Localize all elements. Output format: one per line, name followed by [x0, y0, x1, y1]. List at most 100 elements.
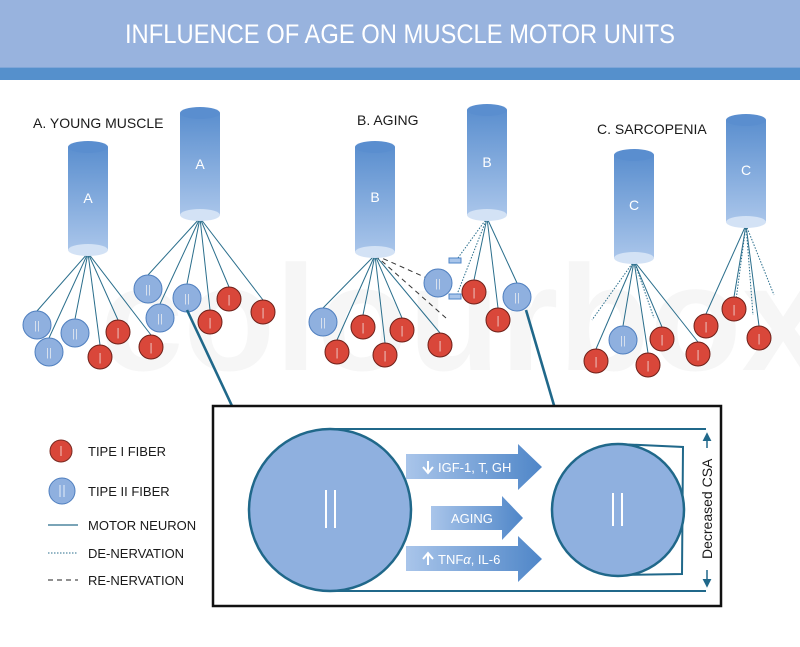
de-nervation-line	[735, 224, 747, 301]
motor-neuron-line	[48, 252, 89, 339]
arrow-aging-label: AGING	[451, 511, 493, 526]
fiber-type-mark: |	[117, 327, 120, 339]
page-title: INFLUENCE OF AGE ON MUSCLE MOTOR UNITS	[124, 19, 676, 49]
de-nervation-line	[591, 260, 635, 321]
motor-neuron-line	[147, 217, 201, 276]
cylinder-base	[355, 246, 395, 258]
type-I-fiber: |	[87, 344, 113, 370]
type-I-fiber-circle	[583, 348, 609, 374]
cylinder-base	[68, 244, 108, 256]
type-II-fiber: ||	[145, 303, 175, 333]
cylinder-base	[614, 252, 654, 264]
cylinder-label: C	[629, 197, 639, 213]
type-I-fiber-circle	[485, 307, 511, 333]
fiber-type-mark: |	[401, 325, 404, 337]
muscle-fibers: ||||||||||||||||||||||||||||||||||||||||	[22, 268, 772, 378]
cylinder-base	[180, 209, 220, 221]
type-I-fiber: |	[372, 342, 398, 368]
re-nervation-line	[374, 254, 447, 319]
type-I-fiber: |	[250, 299, 276, 325]
motor-neuron-line	[199, 217, 211, 311]
type-I-fiber-circle	[216, 286, 242, 312]
type-I-fiber-circle	[372, 342, 398, 368]
type-I-fiber-circle	[693, 313, 719, 339]
type-I-fiber: |	[216, 286, 242, 312]
type-I-fiber: |	[721, 296, 747, 322]
arrow-tnf-label-prefix: TNF	[438, 552, 463, 567]
fiber-type-mark: ||	[514, 292, 520, 304]
motor-neuron-line	[199, 217, 264, 301]
type-I-fiber-circle	[685, 341, 711, 367]
fiber-type-mark: |	[228, 294, 231, 306]
type-II-fiber: ||	[423, 268, 453, 298]
fiber-type-mark: ||	[620, 335, 626, 347]
section-label-young-muscle: A. YOUNG MUSCLE	[33, 115, 163, 131]
motor-neuron-line	[374, 254, 441, 334]
type-I-fiber-circle	[105, 319, 131, 345]
type-I-fiber-circle	[649, 326, 675, 352]
type-II-fiber-circle	[22, 310, 52, 340]
fiber-type-mark: |	[497, 315, 500, 327]
cylinder-body	[467, 110, 507, 215]
type-I-fiber: |	[389, 317, 415, 343]
type-I-fiber-circle	[746, 325, 772, 351]
fiber-type-mark: ||	[320, 317, 326, 329]
arrow-tnf-increase: TNFα, IL-6	[406, 536, 542, 582]
de-nervation-line	[745, 224, 754, 316]
fiber-type-mark: ||	[34, 320, 40, 332]
cylinder-base	[726, 216, 766, 228]
type-II-fiber-circle	[145, 303, 175, 333]
cylinder-top	[355, 141, 395, 153]
type-I-fiber: |	[197, 309, 223, 335]
cylinder-top	[614, 149, 654, 161]
motor-neuron-cylinder-a: A	[68, 141, 108, 256]
type-I-fiber: |	[138, 334, 164, 360]
denervation-block	[448, 293, 462, 300]
type-II-fiber: ||	[172, 283, 202, 313]
type-I-fiber-circle	[138, 334, 164, 360]
type-I-fiber: |	[649, 326, 675, 352]
motor-neuron-line	[622, 260, 635, 327]
large-type-II-fiber	[247, 427, 413, 593]
fiber-type-mark: ||	[157, 313, 163, 325]
type-I-fiber-circle	[427, 332, 453, 358]
up-arrow-icon	[422, 551, 434, 565]
type-I-fiber-circle	[87, 344, 113, 370]
type-I-fiber: |	[427, 332, 453, 358]
cylinder-body	[355, 147, 395, 252]
cylinder-label: B	[370, 189, 379, 205]
legend: TIPE I FIBER TIPE II FIBER MOTOR NEURON …	[48, 439, 196, 588]
motor-neuron-line	[705, 224, 747, 315]
motor-neuron-line	[74, 252, 89, 320]
motor-neuron-cylinder-c: C	[726, 114, 766, 228]
type-II-fiber: ||	[133, 274, 163, 304]
down-arrow-icon	[422, 461, 434, 475]
fiber-type-mark: ||	[46, 347, 52, 359]
cylinder-label: A	[83, 190, 93, 206]
type-I-fiber: |	[635, 352, 661, 378]
cylinder-label: A	[195, 156, 205, 172]
type-I-fiber-circle	[324, 339, 350, 365]
legend-label-type-II: TIPE II FIBER	[88, 484, 170, 499]
cylinder-top	[68, 141, 108, 153]
arrow-tnf-label-greek: α	[463, 552, 471, 567]
motor-neuron-line	[199, 217, 230, 288]
motor-neuron-cylinder-a: A	[180, 107, 220, 221]
fiber-type-mark: |	[262, 307, 265, 319]
type-I-fiber-circle	[250, 299, 276, 325]
motor-neuron-cylinder-c: C	[614, 149, 654, 264]
de-nervation-line	[455, 217, 488, 298]
type-I-fiber-circle	[721, 296, 747, 322]
fiber-type-mark: |	[647, 360, 650, 372]
motor-neuron-line	[473, 217, 488, 281]
cylinder-body	[726, 120, 766, 222]
fiber-type-mark: |	[362, 322, 365, 334]
section-label-sarcopenia: C. SARCOPENIA	[597, 121, 707, 137]
motor-neuron-line	[486, 217, 518, 284]
arrow-tnf-shape	[406, 536, 542, 582]
fiber-type-mark: |	[336, 347, 339, 359]
type-II-fiber-circle	[502, 282, 532, 312]
motor-neuron-line	[374, 254, 386, 344]
fiber-type-mark: |	[595, 356, 598, 368]
